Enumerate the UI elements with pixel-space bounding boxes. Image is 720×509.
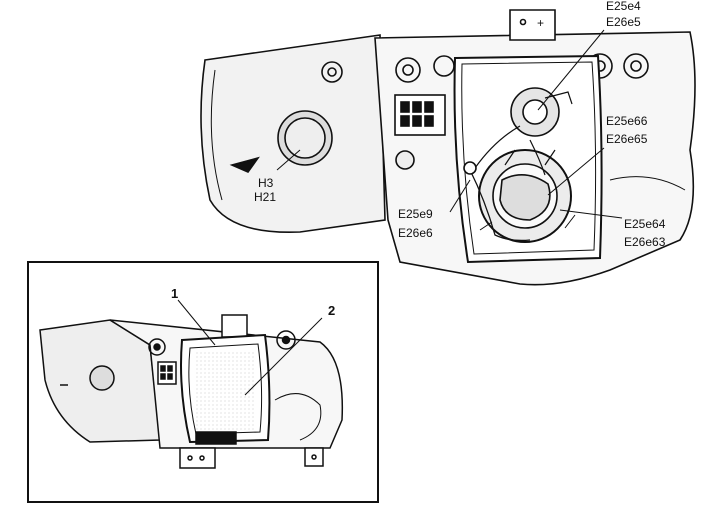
main-headlamp: + bbox=[200, 9, 696, 286]
label-e26e63: E26e63 bbox=[624, 235, 666, 249]
svg-text:+: + bbox=[537, 16, 544, 30]
label-e26e6: E26e6 bbox=[398, 226, 433, 240]
label-e26e5: E26e5 bbox=[606, 15, 641, 29]
label-e25e64: E25e64 bbox=[624, 217, 666, 231]
label-h21: H21 bbox=[254, 190, 277, 204]
leader-lines-inset bbox=[177, 299, 323, 396]
label-e25e4: E25e4 bbox=[606, 0, 641, 13]
callout-2: 2 bbox=[328, 303, 336, 318]
wiring bbox=[469, 169, 531, 242]
connector-block bbox=[394, 94, 446, 136]
label-h3: H3 bbox=[258, 176, 274, 190]
inset-headlamp bbox=[39, 314, 344, 469]
label-e25e9: E25e9 bbox=[398, 207, 433, 221]
label-e25e66: E25e66 bbox=[606, 114, 648, 128]
inset-frame bbox=[27, 261, 379, 503]
label-e26e65: E26e65 bbox=[606, 132, 648, 146]
callout-1: 1 bbox=[171, 286, 179, 301]
top-mounting-tab bbox=[509, 9, 556, 41]
leader-lines-main bbox=[276, 29, 623, 219]
